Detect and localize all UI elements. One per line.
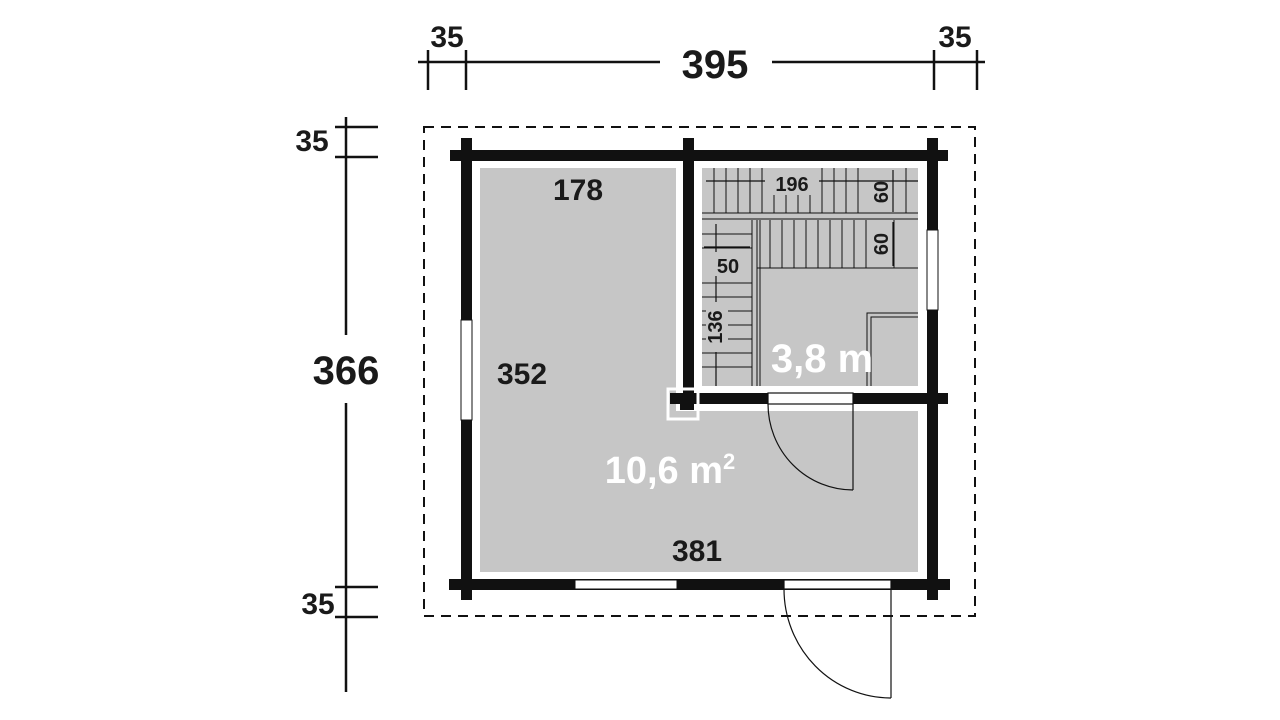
sauna-bench-length: 196 <box>775 174 808 196</box>
lower-bench-depth: 60 <box>871 233 893 255</box>
sauna-stove <box>866 312 918 386</box>
dim-total-depth: 366 <box>313 349 380 393</box>
sauna-area: 3,8 m <box>771 337 873 381</box>
main-room-floor <box>480 168 918 572</box>
label-bg <box>765 170 819 194</box>
sauna-door[interactable] <box>767 392 854 491</box>
side-bench-length: 136 <box>705 310 727 343</box>
main-room-width-top: 178 <box>553 174 603 207</box>
post-outline <box>666 387 700 421</box>
main-room-area: 10,6 m2 <box>605 449 736 492</box>
left-dimension-line <box>335 117 378 692</box>
dim-left-bottom-wall: 35 <box>301 588 334 621</box>
sauna-window <box>926 229 939 311</box>
side-bench-width: 50 <box>717 256 739 278</box>
label-bg <box>708 252 748 276</box>
roof-outline <box>423 126 976 617</box>
upper-bench-depth: 60 <box>871 181 893 203</box>
lower-bench <box>756 220 918 386</box>
top-dimension-line <box>418 50 985 90</box>
dim-total-width: 395 <box>682 43 749 87</box>
side-bench <box>702 220 753 386</box>
dim-top-left-wall: 35 <box>430 21 463 54</box>
dim-top-right-wall: 35 <box>938 21 971 54</box>
main-room-width-bottom: 381 <box>672 535 722 568</box>
dim-left-top-wall: 35 <box>295 125 328 158</box>
left-window <box>460 319 473 421</box>
label-bg <box>706 302 728 352</box>
post <box>680 393 694 410</box>
main-room-depth: 352 <box>497 358 547 391</box>
front-window <box>574 579 678 590</box>
entrance-door[interactable] <box>783 579 892 699</box>
